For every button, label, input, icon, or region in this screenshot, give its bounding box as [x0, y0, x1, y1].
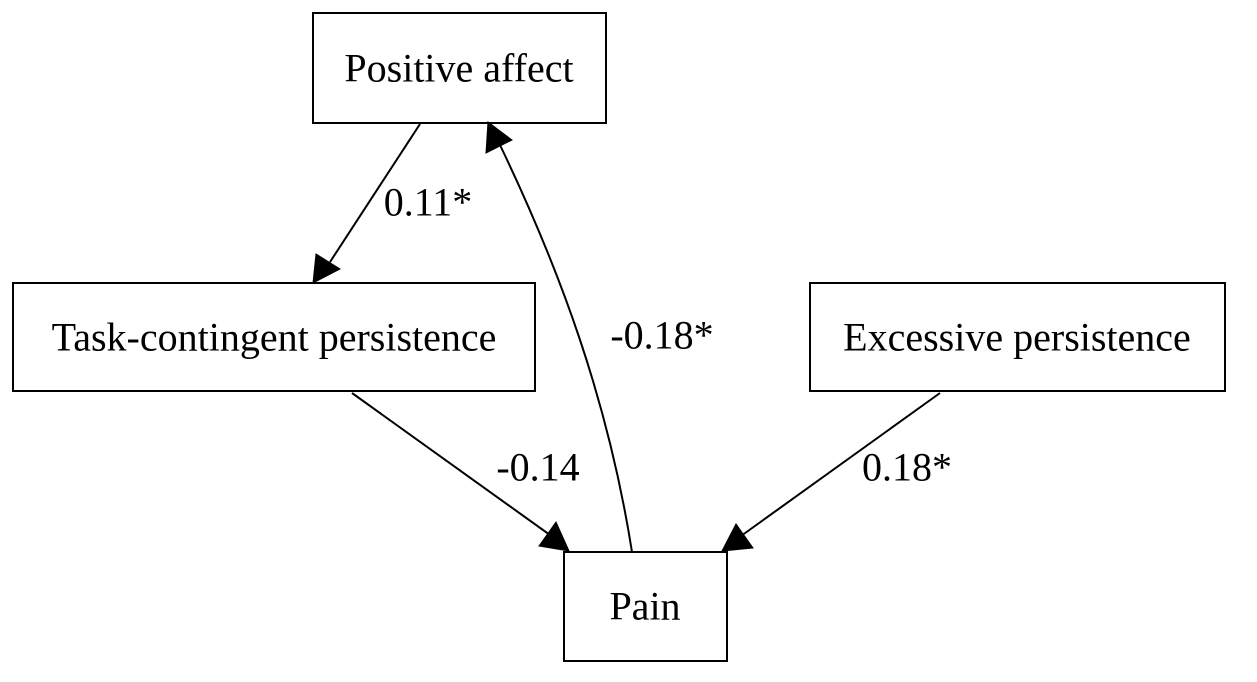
node-excessive-persistence: Excessive persistence: [809, 282, 1226, 392]
arrow-head: [721, 523, 754, 552]
arrow-head: [312, 253, 342, 284]
node-task-contingent-persistence: Task-contingent persistence: [12, 282, 536, 392]
node-label: Pain: [609, 584, 680, 629]
edge-coefficient-label: -0.14: [496, 445, 579, 490]
node-box: [809, 282, 1226, 392]
node-label: Excessive persistence: [843, 315, 1191, 360]
edge-line: [740, 392, 941, 537]
edge-pain-to-positive: -0.18*: [485, 121, 714, 553]
node-label: Positive affect: [344, 46, 573, 91]
node-box: [12, 282, 536, 392]
node-pain: Pain: [563, 551, 728, 662]
arrow-head: [538, 520, 570, 552]
node-box: [563, 551, 728, 662]
edge-excessive-to-pain: 0.18*: [721, 392, 952, 552]
arrow-head: [485, 121, 513, 154]
edge-line: [499, 144, 633, 553]
edge-coefficient-label: -0.18*: [610, 313, 713, 358]
edge-line: [351, 392, 551, 536]
edge-coefficient-label: 0.18*: [862, 445, 952, 490]
edge-coefficient-label: 0.11*: [384, 180, 473, 225]
edge-task-to-pain: -0.14: [351, 392, 580, 552]
node-box: [312, 12, 607, 124]
edge-positive-to-task: 0.11*: [312, 123, 473, 284]
node-label: Task-contingent persistence: [52, 315, 497, 360]
edge-line: [329, 123, 421, 263]
node-positive-affect: Positive affect: [312, 12, 607, 124]
